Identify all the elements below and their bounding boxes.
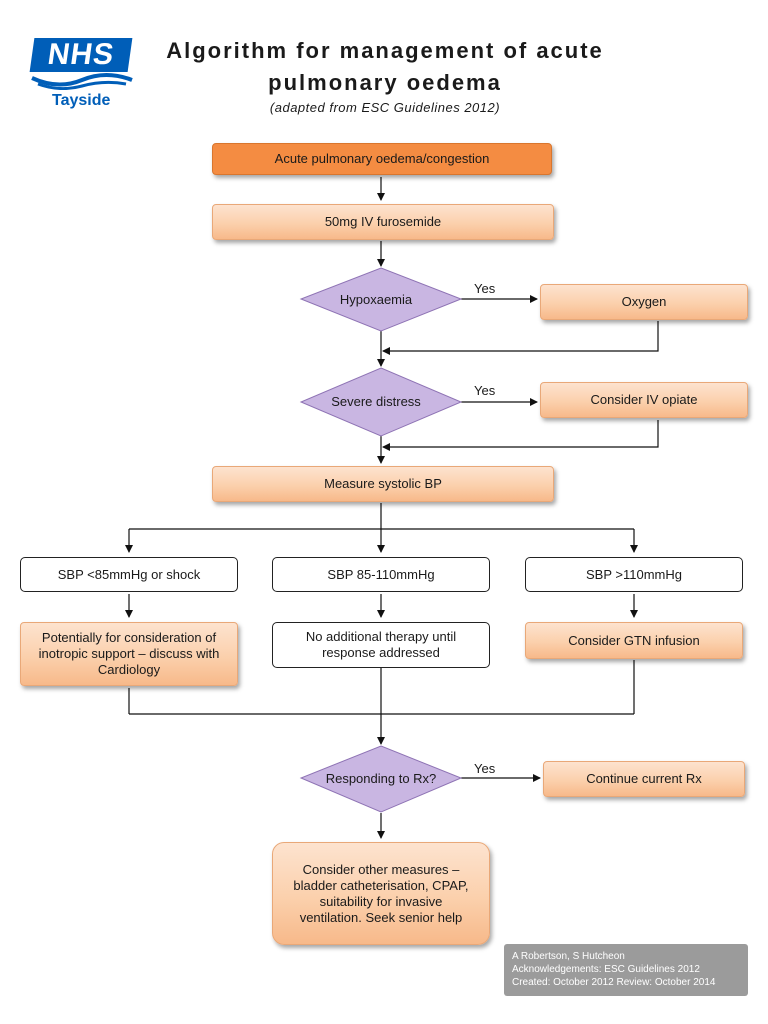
logo-wave-icon bbox=[31, 73, 133, 90]
branch-sbp-low: SBP <85mmHg or shock bbox=[20, 557, 238, 592]
responding-label: Responding to Rx? bbox=[325, 770, 437, 786]
yes-label-distress: Yes bbox=[474, 383, 496, 398]
step-measure-bp: Measure systolic BP bbox=[212, 466, 554, 502]
logo-org-name: Tayside bbox=[52, 92, 111, 109]
step-start: Acute pulmonary oedema/congestion bbox=[212, 143, 552, 175]
credits-dates: Created: October 2012 Review: October 20… bbox=[512, 977, 716, 988]
subtitle: (adapted from ESC Guidelines 2012) bbox=[269, 100, 501, 115]
action-high: Consider GTN infusion bbox=[525, 622, 743, 659]
hypoxaemia-label: Hypoxaemia bbox=[339, 291, 413, 307]
distress-label: Severe distress bbox=[331, 393, 421, 409]
yes-label-responding: Yes bbox=[474, 761, 496, 776]
line-oxygen-return bbox=[382, 321, 659, 355]
step-other-measures: Consider other measures – bladder cathet… bbox=[272, 842, 490, 945]
credits-ack: Acknowledgements: ESC Guidelines 2012 bbox=[512, 964, 700, 975]
action-low: Potentially for consideration of inotrop… bbox=[20, 622, 238, 686]
decision-severe-distress bbox=[299, 367, 463, 437]
title-line-1: Algorithm for management of acute bbox=[166, 38, 604, 63]
credits-box: A Robertson, S Hutcheon Acknowledgements… bbox=[504, 944, 748, 996]
decision-hypoxaemia bbox=[299, 267, 463, 332]
decision-responding bbox=[299, 745, 463, 813]
branch-sbp-mid: SBP 85-110mmHg bbox=[272, 557, 490, 592]
title-line-2: pulmonary oedema bbox=[268, 70, 502, 95]
branch-sbp-high: SBP >110mmHg bbox=[525, 557, 743, 592]
step-opiate: Consider IV opiate bbox=[540, 382, 748, 418]
step-oxygen: Oxygen bbox=[540, 284, 748, 320]
action-mid: No additional therapy until response add… bbox=[272, 622, 490, 668]
step-continue: Continue current Rx bbox=[543, 761, 745, 797]
line-opiate-return bbox=[382, 420, 659, 451]
step-furosemide: 50mg IV furosemide bbox=[212, 204, 554, 240]
credits-authors: A Robertson, S Hutcheon bbox=[512, 951, 625, 962]
yes-label-hypoxaemia: Yes bbox=[474, 281, 496, 296]
